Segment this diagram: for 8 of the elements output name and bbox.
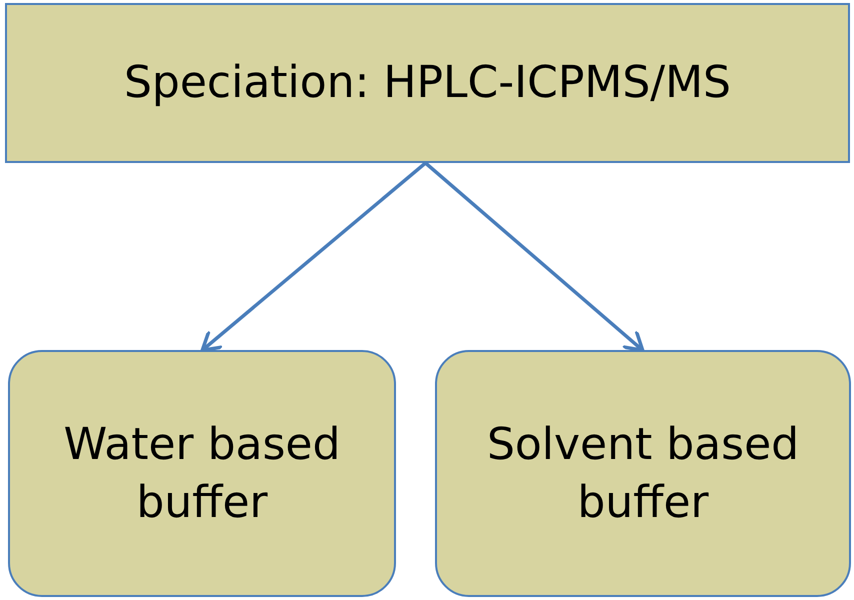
arrow bbox=[200, 162, 427, 352]
process-box bbox=[5, 3, 850, 163]
rounded-box bbox=[8, 350, 396, 597]
box-label: Speciation: HPLC-ICPMS/MS bbox=[124, 56, 731, 110]
box-label: Solvent based buffer bbox=[486, 418, 800, 530]
rounded-box bbox=[435, 350, 851, 597]
box-label: Water based buffer bbox=[62, 418, 342, 530]
arrow bbox=[424, 162, 644, 352]
